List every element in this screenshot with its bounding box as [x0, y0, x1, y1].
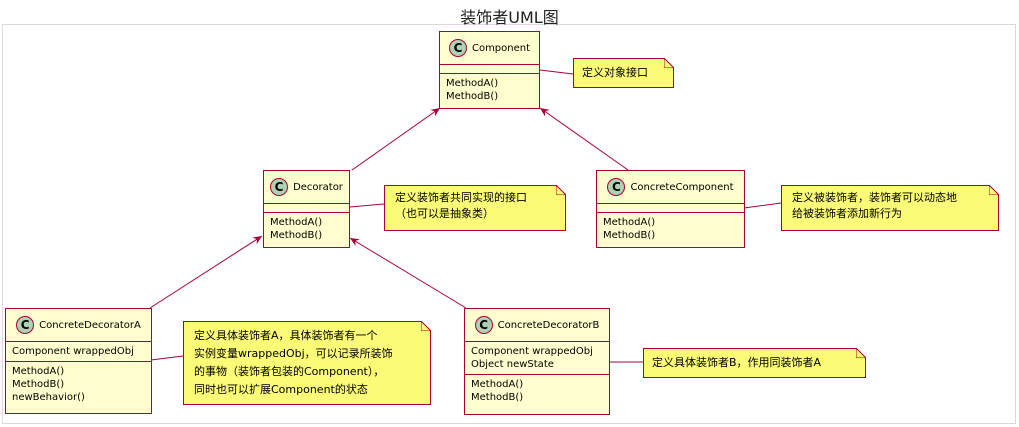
fields-section: Component wrappedObj Object newState: [465, 341, 609, 374]
class-name: Component: [471, 42, 531, 54]
class-badge-icon: C: [474, 316, 493, 334]
inherit-decorator-component: [351, 107, 441, 171]
note-line: （也可以是抽象类）: [395, 207, 494, 220]
method: MethodB(): [446, 91, 499, 102]
note-decorator: 定义装饰者共同实现的接口 （也可以是抽象类）: [384, 185, 566, 231]
note-concrete-decorator-a: 定义具体装饰者A，具体装饰者有一个 实例变量wrappedObj，可以记录所装饰…: [183, 321, 431, 405]
note-link-decoratora: [150, 355, 184, 361]
field: Object newState: [471, 359, 554, 370]
fields-section: [440, 64, 539, 73]
note-fold-icon: [856, 348, 866, 358]
class-badge-icon: C: [448, 39, 467, 57]
class-name: Decorator: [293, 181, 343, 193]
class-decorator[interactable]: C Decorator MethodA() MethodB(): [263, 170, 350, 248]
method: MethodB(): [603, 230, 656, 241]
fields-section: Component wrappedObj: [6, 341, 151, 361]
field: Component wrappedObj: [471, 346, 593, 357]
class-badge-icon: C: [16, 316, 35, 334]
note-line: 定义对象接口: [582, 66, 648, 79]
class-badge-icon: C: [270, 178, 289, 196]
note-concrete-component: 定义被装饰者，装饰者可以动态地 给被装饰者添加新行为: [781, 185, 999, 231]
class-component[interactable]: C Component MethodA() MethodB(): [439, 31, 540, 109]
class-concrete-decorator-a[interactable]: C ConcreteDecoratorA Component wrappedOb…: [5, 308, 152, 414]
note-line: 定义装饰者共同实现的接口: [395, 191, 527, 204]
inherit-concretecomponent-component: [539, 107, 629, 171]
methods-section: MethodA() MethodB(): [440, 73, 539, 106]
method: MethodA(): [603, 217, 656, 228]
inherit-decoratora-decorator: [149, 235, 263, 309]
diagram-frame: [2, 24, 1016, 424]
method: MethodA(): [446, 78, 499, 89]
method: newBehavior(): [12, 392, 85, 403]
note-concrete-decorator-b: 定义具体装饰者B，作用同装饰者A: [643, 348, 866, 378]
note-line: 同时也可以扩展Component的状态: [194, 383, 368, 396]
note-line: 定义具体装饰者B，作用同装饰者A: [652, 356, 822, 369]
method: MethodA(): [270, 217, 323, 228]
class-name: ConcreteComponent: [630, 181, 734, 193]
fields-section: [597, 203, 744, 212]
class-concrete-decorator-b[interactable]: C ConcreteDecoratorB Component wrappedOb…: [464, 308, 610, 415]
method: MethodB(): [12, 379, 65, 390]
note-link-component: [539, 69, 574, 75]
method: MethodA(): [471, 379, 524, 390]
methods-section: MethodA() MethodB() newBehavior(): [6, 361, 151, 407]
note-line: 给被装饰者添加新行为: [792, 207, 902, 220]
note-link-concretecomponent: [743, 202, 782, 209]
note-component: 定义对象接口: [573, 58, 674, 88]
methods-section: MethodA() MethodB(): [465, 374, 609, 407]
note-line: 定义被装饰者，装饰者可以动态地: [792, 191, 957, 204]
inherit-decoratorb-decorator: [349, 237, 467, 309]
class-concrete-component[interactable]: C ConcreteComponent MethodA() MethodB(): [596, 170, 745, 248]
note-fold-icon: [989, 185, 999, 195]
methods-section: MethodA() MethodB(): [264, 212, 349, 245]
field: Component wrappedObj: [12, 346, 134, 357]
note-fold-icon: [421, 321, 431, 331]
class-name: ConcreteDecoratorA: [39, 319, 141, 331]
method: MethodA(): [12, 366, 65, 377]
note-line: 实例变量wrappedObj，可以记录所装饰: [194, 347, 393, 360]
methods-section: MethodA() MethodB(): [597, 212, 744, 245]
diagram-title: 装饰者UML图: [460, 8, 559, 27]
method: MethodB(): [471, 392, 524, 403]
fields-section: [264, 203, 349, 212]
note-line: 的事物（装饰者包装的Component），: [194, 365, 385, 378]
note-line: 定义具体装饰者A，具体装饰者有一个: [194, 329, 378, 342]
note-fold-icon: [556, 185, 566, 195]
class-badge-icon: C: [607, 178, 626, 196]
method: MethodB(): [270, 230, 323, 241]
note-link-decorator: [349, 203, 385, 208]
note-fold-icon: [664, 58, 674, 68]
class-name: ConcreteDecoratorB: [497, 319, 600, 331]
